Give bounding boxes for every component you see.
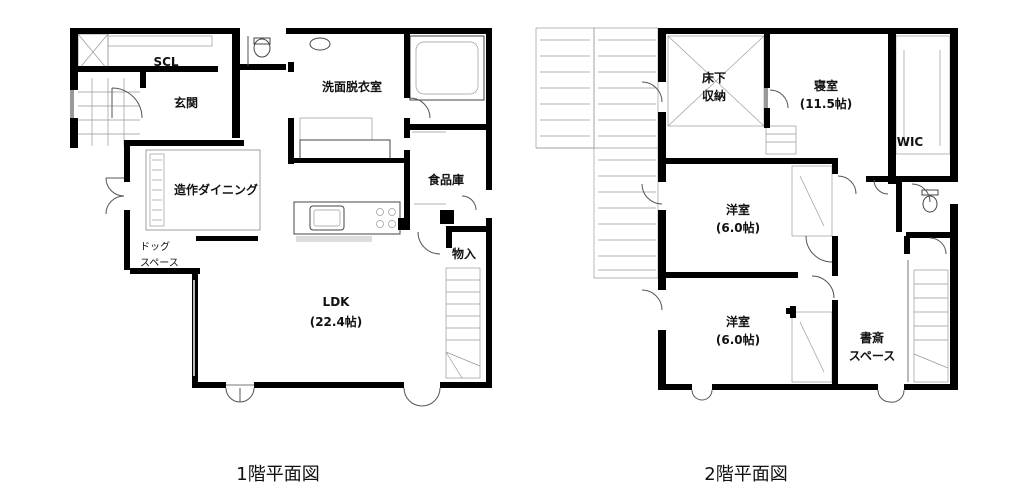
label-shosai-line2: スペース [849, 349, 896, 363]
floor2-roof-hatch [535, 27, 659, 279]
floor1-doors [105, 36, 477, 407]
floor2-stairs [765, 125, 949, 383]
floor1-stairs [445, 267, 481, 379]
label-ldk-size: (22.4帖) [310, 314, 363, 329]
label-ldk-name: LDK [323, 295, 351, 309]
label-yukashita-line2: 収納 [702, 88, 726, 103]
label-senmen: 洗面脱衣室 [322, 79, 382, 94]
label-yukashita-line1: 床下 [702, 70, 726, 85]
label-yoshitsu1-name: 洋室 [726, 202, 750, 217]
label-scl: SCL [153, 55, 178, 69]
label-shinshitsu-name: 寝室 [814, 78, 838, 93]
label-genkan: 玄関 [174, 95, 198, 110]
label-wic: WIC [897, 135, 924, 149]
floor2-walls [658, 28, 958, 390]
label-dog-line2: スペース [140, 258, 179, 269]
floor1-plan: SCL 玄関 洗面脱衣室 造作ダイニング 食品庫 ドッグ スペース 物入 LDK… [70, 28, 492, 407]
floor2-doors [641, 81, 947, 403]
label-shosai-line1: 書斎 [860, 330, 884, 345]
label-dining: 造作ダイニング [174, 182, 258, 197]
label-yoshitsu2-size: (6.0帖) [716, 332, 760, 347]
label-yoshitsu1-size: (6.0帖) [716, 220, 760, 235]
floor2-caption: 2階平面図 [704, 464, 787, 485]
floor2-plan: 床下 収納 寝室 (11.5帖) WIC 洋室 (6.0帖) 洋室 (6.0帖)… [535, 27, 958, 403]
label-yoshitsu2-name: 洋室 [726, 314, 750, 329]
label-shokuhinko: 食品庫 [427, 172, 464, 187]
label-shinshitsu-size: (11.5帖) [800, 96, 853, 111]
label-dog-line1: ドッグ [140, 240, 170, 253]
floor1-caption: 1階平面図 [236, 464, 319, 485]
label-monoire: 物入 [452, 246, 476, 261]
floor1-walls [70, 28, 492, 388]
genkan-tiles [78, 78, 140, 146]
